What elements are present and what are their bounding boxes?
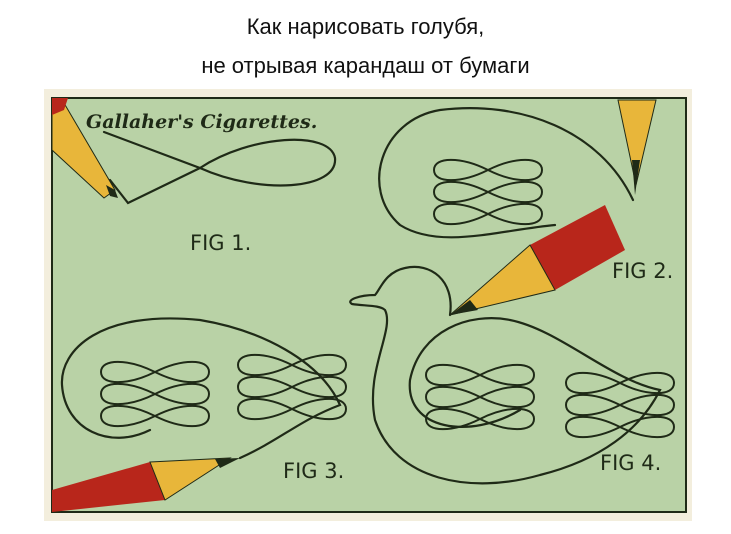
title-line-2: не отрывая карандаш от бумаги [201,53,530,78]
pencil-icon [449,205,625,316]
figure-1-label: FIG 1. [190,231,251,255]
pencil-icon [51,98,118,199]
figure-2-label: FIG 2. [612,259,673,283]
figure-1-drawing [51,98,337,205]
figure-4-drawing [349,205,674,485]
figure-2-drawing [378,99,657,239]
pencil-icon [617,99,657,195]
card-background [51,97,687,513]
title-line-1: Как нарисовать голубя, [246,14,485,39]
figure-4-label: FIG 4. [600,451,661,475]
brand-text: Gallaher's Cigarettes. [86,111,317,133]
figure-3-label: FIG 3. [283,459,344,483]
figure-3-drawing [52,317,346,512]
pencil-icon [52,457,240,512]
